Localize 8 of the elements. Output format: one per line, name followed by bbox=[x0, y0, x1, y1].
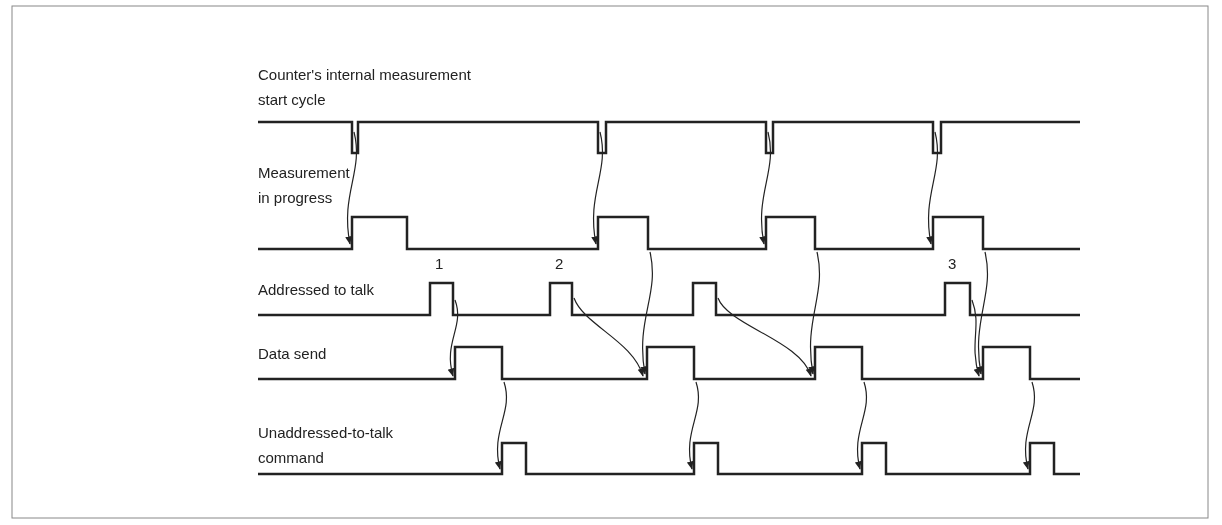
callout-number: 3 bbox=[948, 254, 958, 274]
signal-label: Measurement in progress bbox=[258, 163, 351, 208]
callout-number: 1 bbox=[435, 254, 445, 274]
signal-label: Addressed to talk bbox=[258, 280, 375, 300]
signal-label: Data send bbox=[258, 344, 328, 364]
callout-number: 2 bbox=[555, 254, 565, 274]
signal-label: Unaddressed-to-talk command bbox=[258, 423, 395, 468]
signal-label: Counter's internal measurement start cycle bbox=[258, 65, 472, 110]
